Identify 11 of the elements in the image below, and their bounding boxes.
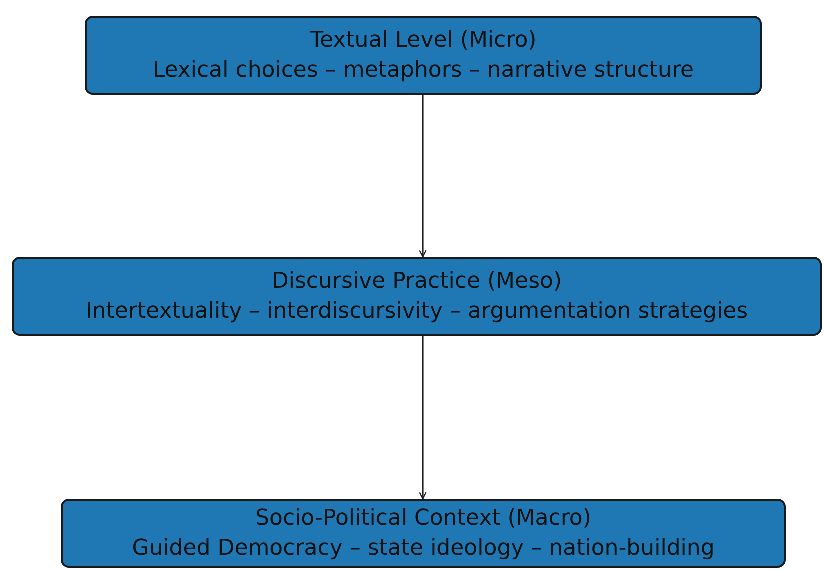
process-box	[12, 257, 822, 336]
box-heading: Socio-Political Context (Macro)	[256, 504, 592, 532]
arrow	[419, 336, 427, 500]
process-box	[61, 499, 786, 568]
process-box	[85, 16, 762, 95]
arrow	[419, 95, 427, 258]
box-heading: Discursive Practice (Meso)	[272, 268, 562, 296]
box-description: Lexical choices – metaphors – narrative structure	[152, 56, 694, 84]
box-heading: Textual Level (Micro)	[310, 26, 537, 54]
box-description: Intertextuality – interdiscursivity – argumentation strategies	[86, 298, 748, 326]
box-description: Guided Democracy – state ideology – nation-building	[132, 534, 715, 562]
